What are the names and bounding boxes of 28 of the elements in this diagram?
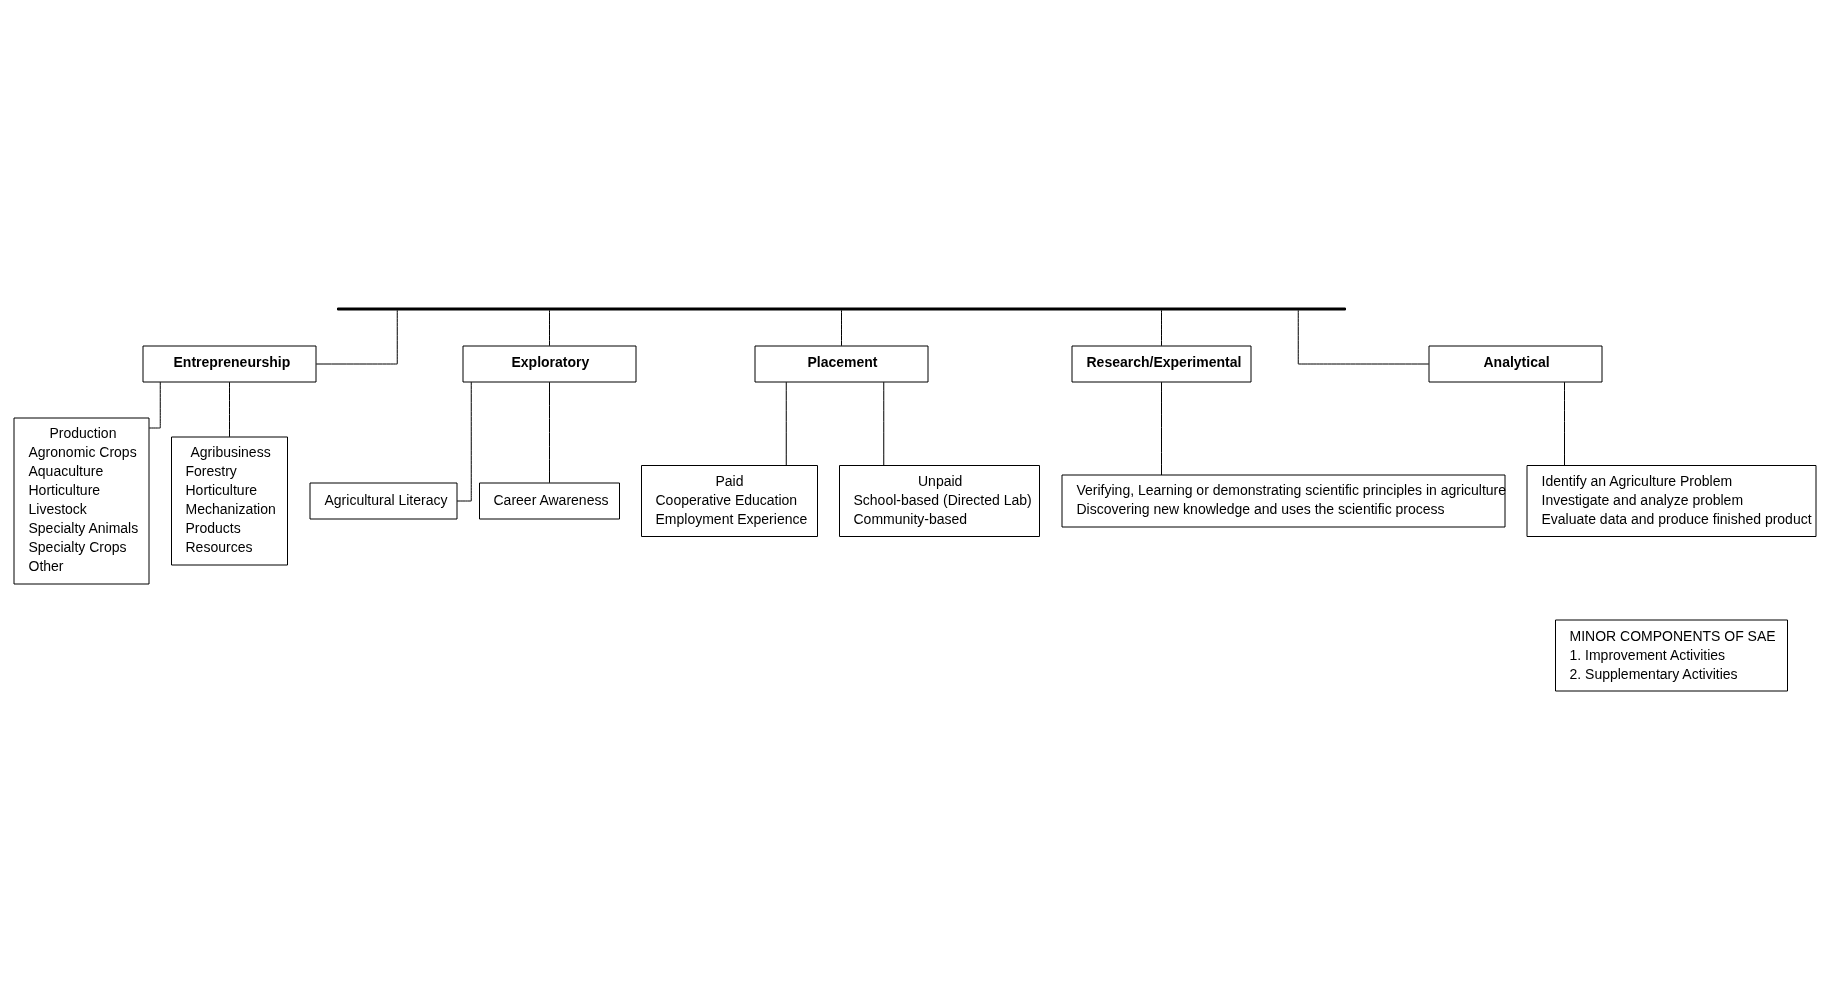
connector — [841, 309, 842, 346]
node-box: Identify an Agriculture Problem Investigate and analyze problem Evaluate data and produce finished product — [1526, 464, 1817, 537]
connector — [1297, 309, 1430, 364]
connector — [1161, 381, 1162, 475]
node-box: Analytical — [1428, 345, 1603, 382]
node-box: Exploratory — [462, 345, 637, 382]
node-box: Career Awareness — [479, 482, 620, 519]
node-box: Agricultural Literacy — [309, 482, 458, 519]
connector — [1161, 309, 1162, 346]
connector — [148, 381, 161, 428]
connector — [1564, 381, 1565, 466]
connector — [549, 309, 550, 346]
node-box: Verifying, Learning or demonstrating scientific principles in agriculture Discovering new knowledge and uses the scientific process — [1061, 474, 1506, 527]
node-box: Production Agronomic Crops Aquaculture Horticulture Livestock Specialty Animals Specialty Crops Other — [13, 417, 150, 584]
node-box: Agribusiness Forestry Horticulture Mechanization Products Resources — [171, 436, 288, 565]
node-box: Research/Experimental — [1071, 345, 1252, 382]
connector — [785, 381, 787, 466]
connector — [315, 309, 398, 364]
connector — [456, 381, 472, 501]
connector — [883, 381, 885, 466]
node-box: Paid Cooperative Education Employment Experience — [641, 464, 818, 537]
node-box: Entrepreneurship — [142, 345, 317, 382]
connector — [549, 381, 550, 483]
node-box: MINOR COMPONENTS OF SAE 1. Improvement Activities 2. Supplementary Activities — [1555, 619, 1788, 691]
node-bar — [337, 307, 1346, 310]
node-box: Unpaid School-based (Directed Lab) Community-based — [839, 464, 1040, 537]
node-box: Placement — [754, 345, 929, 382]
connector — [229, 381, 230, 437]
